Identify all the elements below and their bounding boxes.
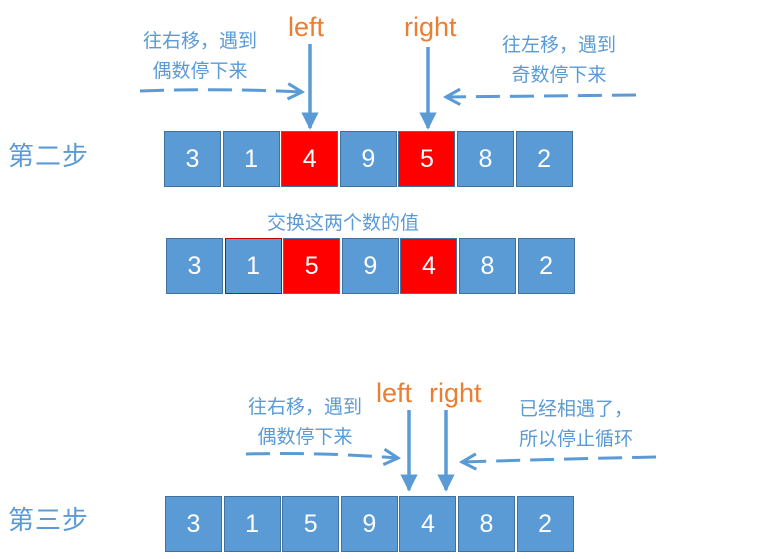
step-three-right-note: 已经相遇了， 所以停止循环: [496, 394, 656, 454]
note-line: 往右移，遇到: [247, 396, 362, 418]
note-line: 奇数停下来: [511, 64, 607, 86]
array-cell: 4: [399, 496, 457, 552]
array-cell: 5: [398, 131, 456, 187]
array-cell: 9: [341, 238, 399, 294]
step-two-right-note: 往左移，遇到 奇数停下来: [484, 30, 634, 90]
array-cell: 2: [516, 496, 574, 552]
array-cell: 5: [282, 496, 340, 552]
array-cell: 4: [400, 238, 458, 294]
array-cell: 8: [459, 238, 516, 294]
array-cell: 1: [224, 238, 282, 294]
note-line: 偶数停下来: [152, 60, 248, 82]
right-pointer-label-step3: right: [429, 378, 482, 408]
array-cell: 4: [281, 131, 339, 187]
array-cell: 8: [458, 496, 515, 552]
right-pointer-label: right: [404, 12, 457, 42]
array-cell: 9: [340, 496, 398, 552]
step-two-left-note: 往右移，遇到 偶数停下来: [130, 26, 270, 86]
step-three-label: 第三步: [8, 506, 90, 536]
step-two-label: 第二步: [8, 142, 90, 172]
left-pointer-label-step3: left: [376, 378, 413, 408]
array-cell: 1: [222, 131, 280, 187]
array-cell: 3: [166, 238, 223, 294]
note-line: 往右移，遇到: [142, 30, 257, 52]
array-cell: 2: [515, 131, 573, 187]
move-left-dashed-arrow: [446, 95, 637, 97]
step-three-left-note: 往右移，遇到 偶数停下来: [234, 392, 376, 452]
array-cell: 8: [457, 131, 514, 187]
array-cell: 5: [283, 238, 341, 294]
note-line: 往左移，遇到: [501, 34, 616, 56]
note-line: 偶数停下来: [257, 426, 353, 448]
move-right-dashed-arrow-step3: [245, 454, 398, 459]
array-cell: 3: [164, 131, 221, 187]
note-line: 所以停止循环: [518, 428, 633, 450]
left-pointer-label: left: [288, 12, 325, 42]
move-left-dashed-arrow-step3: [462, 457, 657, 462]
array-cell: 1: [223, 496, 281, 552]
move-right-dashed-arrow: [139, 90, 302, 92]
note-line: 已经相遇了，: [518, 398, 633, 420]
array-cell: 9: [339, 131, 397, 187]
array-cell: 3: [165, 496, 222, 552]
swap-caption: 交换这两个数的值: [267, 212, 420, 234]
array-cell: 2: [517, 238, 575, 294]
